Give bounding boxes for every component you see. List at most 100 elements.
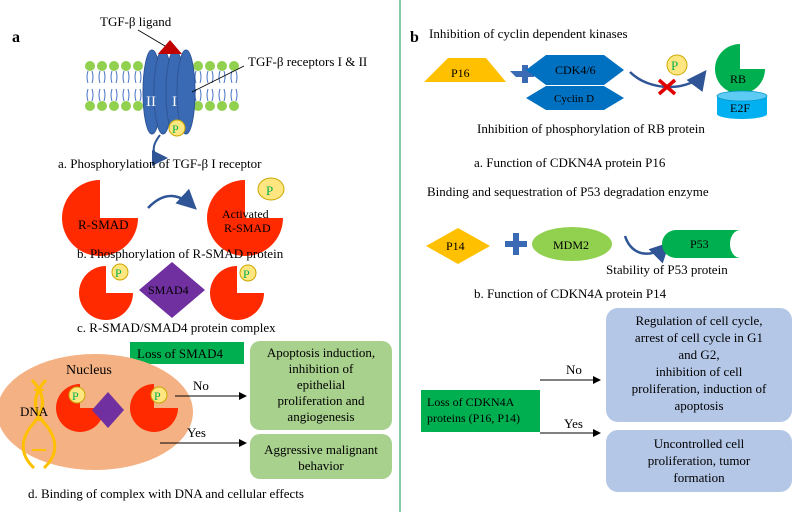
lipid-tail: [122, 88, 130, 102]
lipid-head: [217, 61, 227, 71]
lipid-tail: [230, 88, 238, 102]
phosphate-circle: [666, 54, 688, 76]
phosphate-circle: [150, 386, 168, 404]
svg-text:proliferation, induction of: proliferation, induction of: [632, 381, 767, 396]
p16-label: P16: [451, 66, 470, 80]
outcome-yes-text: Uncontrolled cell proliferation, tumor f…: [648, 436, 751, 485]
phosphate-circle: [257, 177, 285, 201]
phosphate-circle: [68, 386, 86, 404]
smad4-diamond: [139, 262, 205, 318]
lipid-tail: [86, 88, 94, 102]
lipid-tail: [110, 88, 118, 102]
nucleus-label: Nucleus: [66, 363, 112, 378]
lipid-head: [193, 61, 203, 71]
svg-text:inhibition of cell: inhibition of cell: [656, 364, 743, 379]
receptors-label: TGF-β receptors I & II: [248, 54, 367, 69]
p53-label: P53: [690, 237, 709, 251]
receptors-pointer: [191, 65, 245, 93]
panel-a-label: a: [12, 29, 20, 46]
lipid-head: [97, 61, 107, 71]
svg-text:and G2,: and G2,: [678, 347, 719, 362]
caption-a-b: b. Phosphorylation of R-SMAD protein: [77, 246, 284, 261]
svg-text:Regulation of cell cycle,: Regulation of cell cycle,: [635, 313, 762, 328]
phosphate-label: P: [154, 389, 161, 403]
receptor-ii-label: II: [146, 94, 156, 110]
lipid-tail: [134, 88, 142, 102]
cyclind-label: Cyclin D: [554, 93, 594, 105]
lipid-head: [205, 101, 215, 111]
caption-b-a: a. Function of CDKN4A protein P16: [474, 155, 666, 170]
activated-label-1: Activated: [222, 207, 269, 221]
lipid-head: [229, 101, 239, 111]
cyclind-shape: [526, 86, 624, 110]
loss-cdkn4a-box: [421, 390, 540, 432]
lipid-tail: [218, 88, 226, 102]
yes-label: Yes: [187, 425, 206, 440]
outcome-no-text: Regulation of cell cycle, arrest of cell…: [632, 313, 767, 413]
svg-text:formation: formation: [673, 470, 725, 485]
caption-b-b: b. Function of CDKN4A protein P14: [474, 286, 667, 301]
outcome-yes-box: [606, 430, 792, 492]
phosphate-label: P: [115, 266, 122, 280]
svg-text:angiogenesis: angiogenesis: [287, 409, 354, 424]
mdm2-shape: [532, 227, 612, 261]
lipid-tail: [134, 70, 142, 84]
lipid-head: [229, 61, 239, 71]
rsmad-shape: [62, 180, 138, 256]
loss-cdkn4a-label-2: proteins (P16, P14): [427, 411, 520, 425]
outcome-no-text: Apoptosis induction, inhibition of epith…: [267, 345, 375, 424]
outcome-yes-text: Aggressive malignant behavior: [264, 442, 378, 473]
activation-arrow: [147, 188, 197, 210]
lipid-tail: [122, 70, 130, 84]
rsmad-right-shape: [210, 266, 264, 320]
dna-helix: [21, 378, 57, 470]
svg-text:epithelial: epithelial: [297, 377, 346, 392]
phosphate-label: P: [266, 183, 273, 198]
p14-label: P14: [446, 239, 465, 253]
p16-shape: [424, 58, 506, 82]
lipid-head: [205, 61, 215, 71]
lipid-tail: [194, 88, 202, 102]
svg-text:proliferation and: proliferation and: [278, 393, 365, 408]
ligand-pointer: [137, 29, 166, 47]
phosphate-circle: [111, 263, 129, 281]
loss-cdkn4a-label-1: Loss of CDKN4A: [427, 395, 515, 409]
cdk46-shape: [526, 55, 624, 85]
mdm2-label: MDM2: [553, 238, 589, 252]
smad4-label: SMAD4: [148, 283, 189, 297]
phosphate-label: P: [72, 389, 79, 403]
tgf-ligand-label: TGF-β ligand: [100, 14, 172, 29]
lipid-tail: [194, 70, 202, 84]
dna-label: DNA: [20, 404, 49, 419]
no-label: No: [193, 378, 209, 393]
rsmad-nuclear-left: [56, 384, 104, 432]
inhibition-cdk-label: Inhibition of cyclin dependent kinases: [429, 26, 628, 41]
e2f-cylinder: [716, 90, 768, 119]
rb-label: RB: [730, 72, 746, 86]
outcome-no-box: [250, 341, 392, 430]
receptor-i: [176, 49, 196, 135]
activated-label-2: R-SMAD: [224, 221, 271, 235]
rsmad-nuclear-right: [130, 384, 178, 432]
binding-label: Binding and sequestration of P53 degrada…: [427, 184, 709, 199]
lipid-tail: [206, 70, 214, 84]
lipid-head: [133, 61, 143, 71]
activated-rsmad-shape: [207, 180, 283, 256]
p14-shape: [426, 228, 490, 264]
plus-icon: [505, 233, 527, 255]
caption-a-a: a. Phosphorylation of TGF-β I receptor: [58, 156, 262, 171]
outcome-yes-box: [250, 434, 392, 479]
loss-smad4-label: Loss of SMAD4: [137, 346, 223, 361]
lipid-tail: [218, 70, 226, 84]
lipid-head: [97, 101, 107, 111]
phosphate-label: P: [671, 58, 678, 73]
lipid-head: [121, 101, 131, 111]
lipid-tail: [206, 88, 214, 102]
rb-shape: [715, 44, 765, 94]
svg-text:proliferation, tumor: proliferation, tumor: [648, 453, 751, 468]
outcome-no-box: [606, 308, 792, 422]
lipid-head: [193, 101, 203, 111]
lipid-tail: [230, 70, 238, 84]
caption-a-d: d. Binding of complex with DNA and cellu…: [28, 486, 304, 501]
lipid-head: [85, 101, 95, 111]
